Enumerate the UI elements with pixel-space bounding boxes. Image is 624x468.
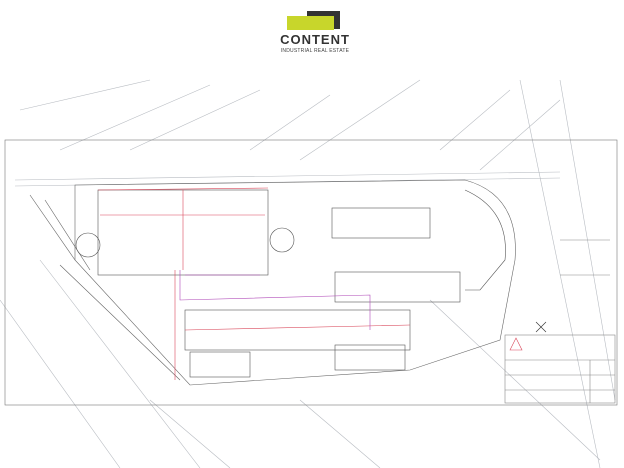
utility-lines-magenta	[179, 270, 371, 330]
logo-lime-block	[287, 16, 334, 30]
utility-lines-red	[97, 187, 411, 380]
surrounding-parcel-lines	[0, 79, 616, 468]
logo-tagline: INDUSTRIAL REAL ESTATE	[280, 48, 350, 54]
logo-name: CONTENT	[280, 32, 350, 47]
north-arrow-icon	[535, 321, 547, 333]
drawing-frame	[4, 139, 618, 406]
company-logo: CONTENT INDUSTRIAL REAL ESTATE	[270, 8, 360, 56]
site-plan-drawing	[0, 79, 618, 468]
title-block	[504, 239, 616, 404]
buildings	[75, 189, 506, 378]
site-boundary	[29, 179, 516, 386]
